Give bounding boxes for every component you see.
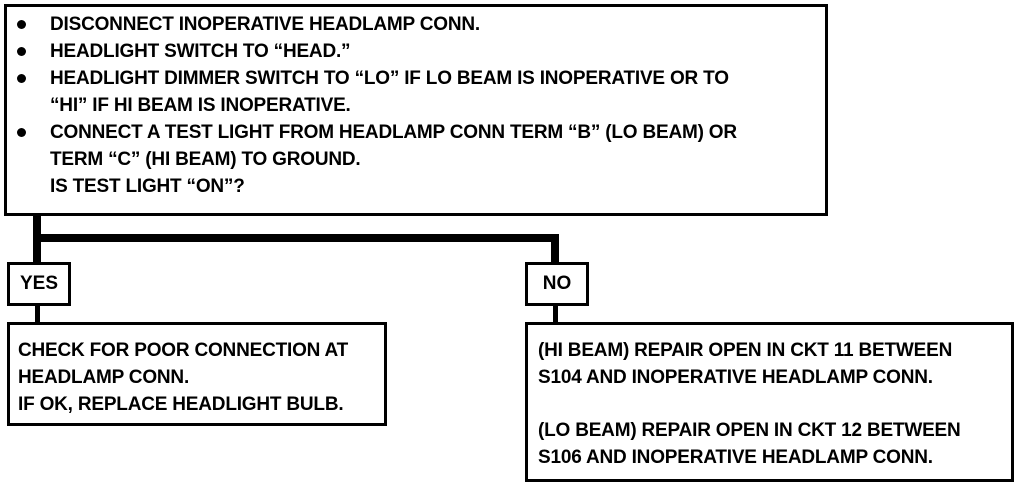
step-text: DISCONNECT INOPERATIVE HEADLAMP CONN.: [50, 14, 480, 35]
paragraph-gap: [538, 391, 1003, 417]
connector-horizontal: [33, 234, 559, 242]
step-item: DISCONNECT INOPERATIVE HEADLAMP CONN.: [17, 11, 815, 38]
connector-yes-to-box: [35, 306, 40, 324]
yes-action-line: CHECK FOR POOR CONNECTION AT: [18, 340, 349, 361]
bullet-icon: [17, 47, 26, 56]
connector-right-drop: [551, 234, 559, 264]
no-label: NO: [542, 273, 572, 294]
step-item: HEADLIGHT SWITCH TO “HEAD.”: [17, 38, 815, 65]
connector-no-to-box: [553, 306, 558, 324]
no-action-line: S104 AND INOPERATIVE HEADLAMP CONN.: [538, 367, 933, 388]
step-text: CONNECT A TEST LIGHT FROM HEADLAMP CONN …: [50, 122, 737, 170]
no-action-line: (LO BEAM) REPAIR OPEN IN CKT 12 BETWEEN: [538, 420, 961, 441]
step-item: CONNECT A TEST LIGHT FROM HEADLAMP CONN …: [17, 119, 815, 173]
step-text: HEADLIGHT DIMMER SWITCH TO “LO” IF LO BE…: [50, 68, 729, 116]
step-item: HEADLIGHT DIMMER SWITCH TO “LO” IF LO BE…: [17, 65, 815, 119]
bullet-icon: [17, 74, 26, 83]
bullet-icon: [17, 128, 26, 137]
no-action-line: S106 AND INOPERATIVE HEADLAMP CONN.: [538, 447, 933, 468]
yes-label-box: YES: [7, 262, 71, 306]
no-action-line: (HI BEAM) REPAIR OPEN IN CKT 11 BETWEEN: [538, 340, 953, 361]
yes-label: YES: [19, 273, 59, 294]
no-action-box: (HI BEAM) REPAIR OPEN IN CKT 11 BETWEEN …: [525, 322, 1014, 482]
step-text: HEADLIGHT SWITCH TO “HEAD.”: [50, 41, 351, 62]
yes-action-box: CHECK FOR POOR CONNECTION AT HEADLAMP CO…: [7, 322, 387, 426]
no-label-box: NO: [525, 262, 589, 306]
question-box: DISCONNECT INOPERATIVE HEADLAMP CONN. HE…: [4, 4, 828, 216]
yes-action-line: IF OK, REPLACE HEADLIGHT BULB.: [18, 394, 344, 415]
question-text: IS TEST LIGHT “ON”?: [50, 176, 245, 197]
bullet-icon: [17, 20, 26, 29]
yes-action-line: HEADLAMP CONN.: [18, 367, 190, 388]
